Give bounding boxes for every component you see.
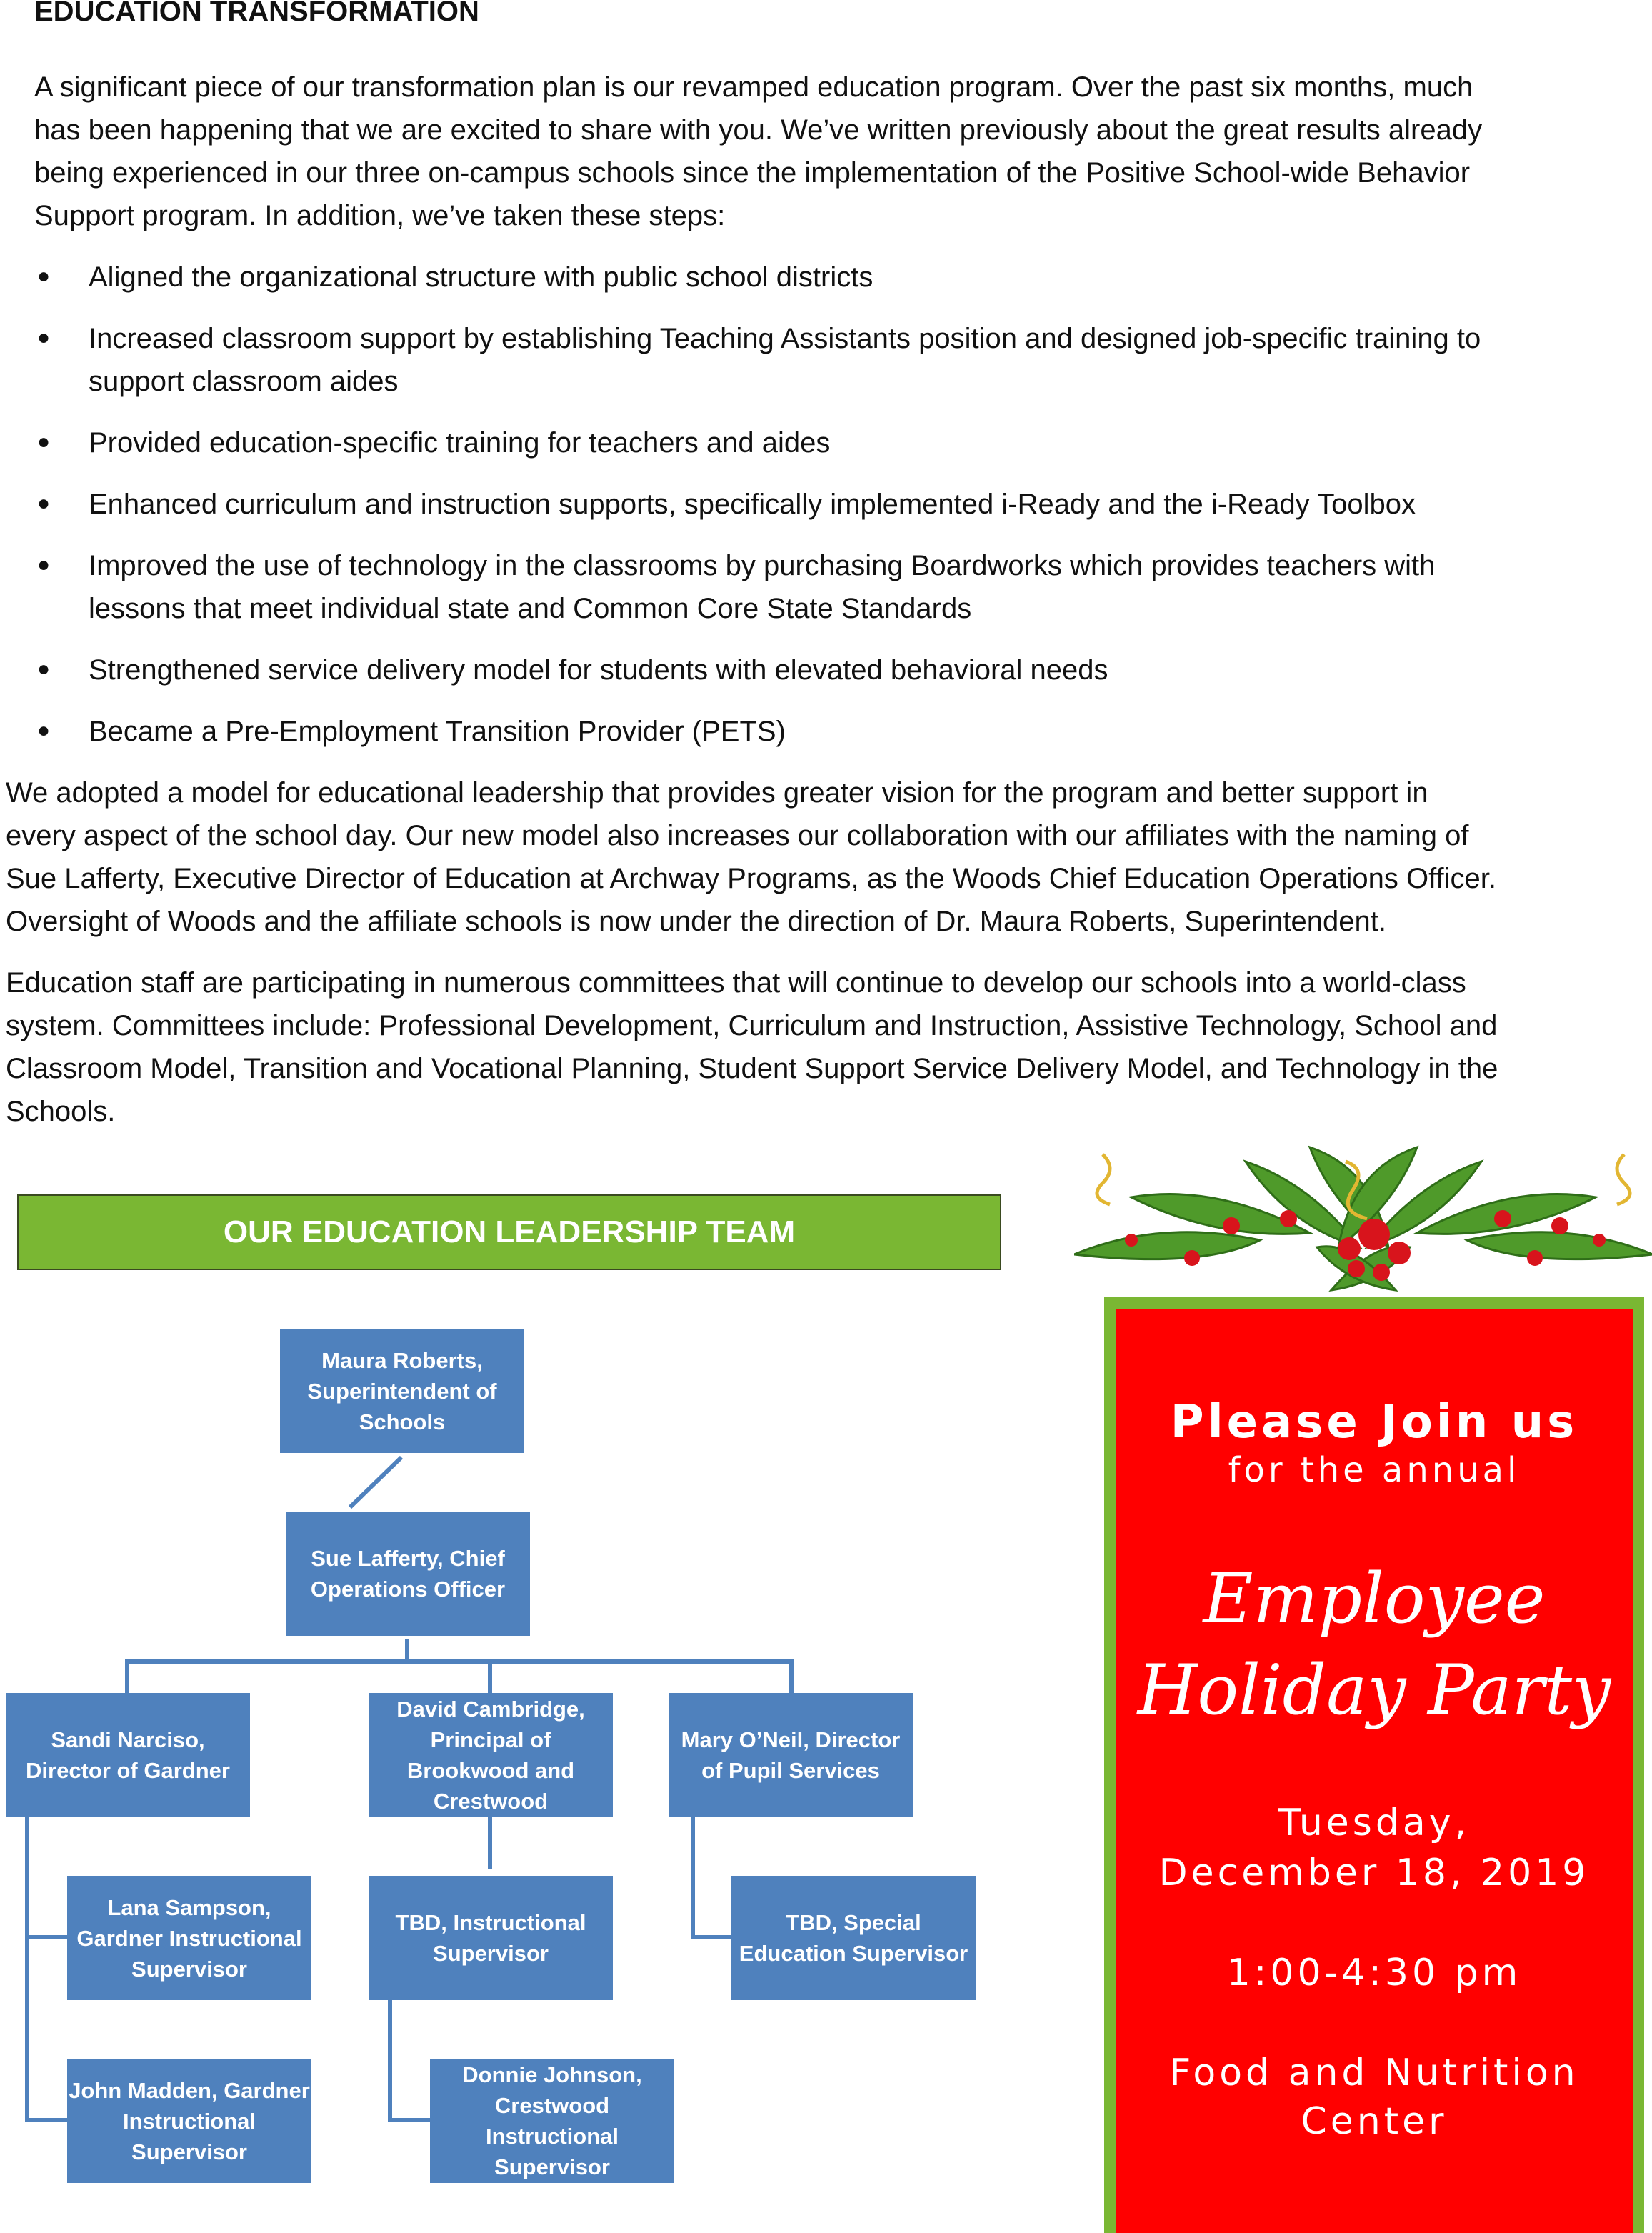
connector-line [348, 1455, 404, 1509]
org-node-john: John Madden, Gardner Instructional Super… [67, 2059, 311, 2183]
bullet-item-text: support classroom aides [89, 366, 399, 397]
bullet-item-text: Increased classroom support by establish… [89, 323, 1481, 354]
leadership-paragraph-line: every aspect of the school day. Our new … [6, 820, 1469, 851]
bullet-item-text: Aligned the organizational structure wit… [89, 261, 873, 293]
invite-time: 1:00-4:30 pm [1226, 1952, 1522, 1994]
invite-location-line1: Food and Nutrition [1169, 2052, 1579, 2094]
connector-line [125, 1659, 794, 1693]
bullet-icon: ● [37, 553, 51, 576]
org-node-maura: Maura Roberts, Superintendent of Schools [280, 1329, 524, 1453]
page-heading: EDUCATION TRANSFORMATION [34, 0, 479, 27]
org-node-tbd-special: TBD, Special Education Supervisor [731, 1876, 976, 2000]
bullet-icon: ● [37, 326, 51, 349]
invite-join-text: Please Join us [1170, 1396, 1578, 1449]
org-node-sandi: Sandi Narciso, Director of Gardner [6, 1693, 250, 1817]
invite-title-holiday-party: Holiday Party [1137, 1650, 1611, 1730]
intro-line: A significant piece of our transformatio… [34, 71, 1473, 103]
bullet-item-text: Enhanced curriculum and instruction supp… [89, 489, 1416, 520]
org-node-donnie: Donnie Johnson, Crestwood Instructional … [430, 2059, 674, 2183]
org-node-tbd-instructional: TBD, Instructional Supervisor [369, 1876, 613, 2000]
invitation-panel: Please Join us for the annual Employee H… [1116, 1309, 1633, 2233]
holly-garland-icon [1074, 1145, 1652, 1292]
org-node-mary: Mary O’Neil, Director of Pupil Services [669, 1693, 913, 1817]
committees-paragraph-line: Classroom Model, Transition and Vocation… [6, 1053, 1498, 1084]
org-banner: OUR EDUCATION LEADERSHIP TEAM [17, 1194, 1001, 1270]
bullet-item-text: Improved the use of technology in the cl… [89, 550, 1436, 581]
connector-line [388, 2000, 430, 2122]
connector-line [691, 1817, 731, 1939]
invite-location-line2: Center [1301, 2100, 1448, 2143]
intro-line: being experienced in our three on-campus… [34, 157, 1471, 189]
connector-line [25, 1817, 67, 2122]
bullet-item-text: lessons that meet individual state and C… [89, 593, 972, 624]
bullet-icon: ● [37, 719, 51, 742]
bullet-item-text: Strengthened service delivery model for … [89, 654, 1108, 686]
invite-day: Tuesday, [1278, 1802, 1471, 1844]
intro-line: Support program. In addition, we’ve take… [34, 200, 726, 231]
leadership-paragraph-line: We adopted a model for educational leade… [6, 777, 1428, 809]
committees-paragraph-line: system. Committees include: Professional… [6, 1010, 1498, 1041]
invite-subtitle: for the annual [1228, 1450, 1521, 1490]
invite-date: December 18, 2019 [1158, 1852, 1590, 1894]
leadership-paragraph-line: Oversight of Woods and the affiliate sch… [6, 906, 1386, 937]
bullet-item-text: Provided education-specific training for… [89, 427, 831, 459]
bullet-icon: ● [37, 491, 51, 515]
holiday-party-invitation: Please Join us for the annual Employee H… [1104, 1297, 1644, 2233]
bullet-icon: ● [37, 657, 51, 681]
leadership-paragraph-line: Sue Lafferty, Executive Director of Educ… [6, 863, 1496, 894]
bullet-item-text: Became a Pre-Employment Transition Provi… [89, 716, 786, 747]
invite-title-employee: Employee [1203, 1559, 1546, 1639]
org-node-lana: Lana Sampson, Gardner Instructional Supe… [67, 1876, 311, 2000]
org-node-david: David Cambridge, Principal of Brookwood … [369, 1693, 613, 1817]
committees-paragraph-line: Schools. [6, 1096, 116, 1127]
org-node-sue: Sue Lafferty, Chief Operations Officer [286, 1512, 530, 1636]
bullet-icon: ● [37, 264, 51, 288]
intro-line: has been happening that we are excited t… [34, 114, 1483, 146]
bullet-icon: ● [37, 430, 51, 454]
committees-paragraph-line: Education staff are participating in num… [6, 967, 1466, 999]
